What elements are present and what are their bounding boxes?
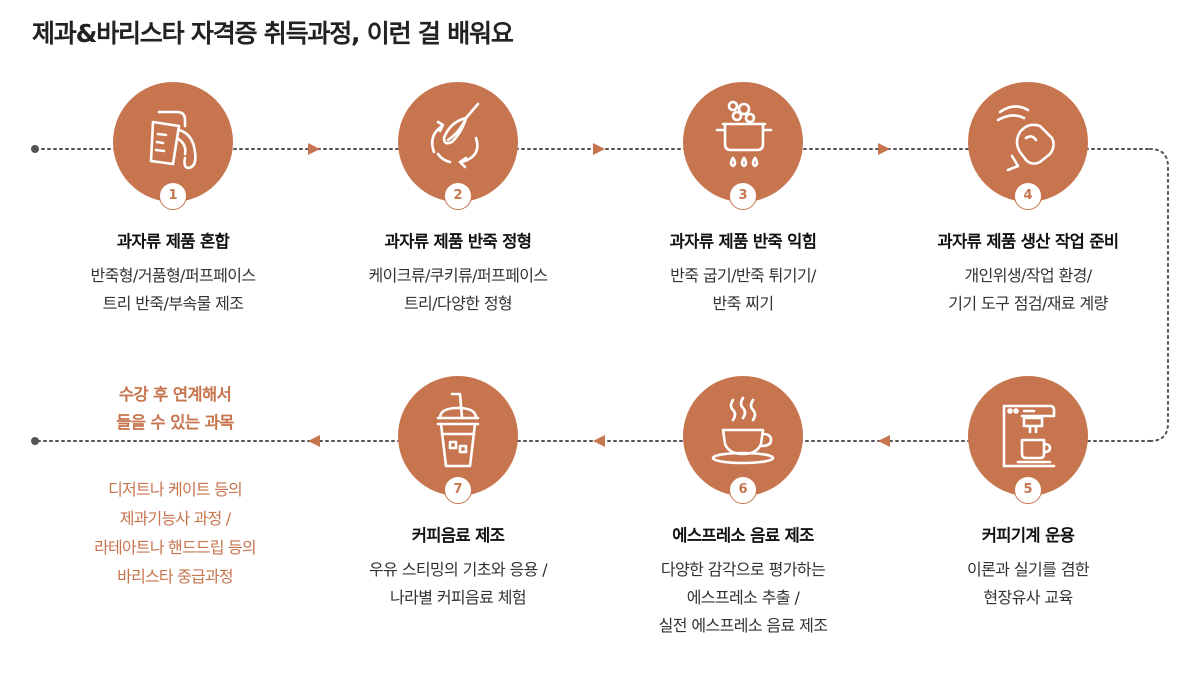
step-description-line: 기기 도구 점검/재료 계량 [948, 294, 1108, 313]
step-description-line: 다양한 감각으로 평가하는 [660, 560, 826, 579]
step-number-badge: 3 [729, 182, 757, 210]
step-description: 우유 스티밍의 기초와 응용 / 나라별 커피음료 체험 [328, 556, 588, 612]
step-number-badge: 6 [729, 476, 757, 504]
flow-arrow [308, 143, 320, 155]
step-title: 커피기계 운용 [981, 526, 1075, 545]
step-description-line: 트리/다양한 정형 [403, 294, 513, 313]
step-number-badge: 7 [444, 476, 472, 504]
step-description: 반죽형/거품형/퍼프페이스 트리 반죽/부속물 제조 [43, 262, 303, 318]
step-number-badge: 5 [1014, 476, 1042, 504]
follow-up-courses-line: 라테아트나 핸드드립 등의 [94, 538, 257, 557]
step-title: 커피음료 제조 [411, 526, 505, 545]
step-number-badge: 1 [159, 182, 187, 210]
step-description-line: 반죽 굽기/반죽 튀기기/ [670, 266, 816, 285]
step-number-badge: 2 [444, 182, 472, 210]
hand-wiping-icon [996, 105, 1055, 172]
flow-arrow [593, 143, 605, 155]
step-description: 반죽 굽기/반죽 튀기기/ 반죽 찌기 [613, 262, 873, 318]
whisk-mixing-icon [430, 102, 480, 169]
flow-arrow [878, 143, 890, 155]
follow-up-courses-line: 디저트나 케이트 등의 [108, 480, 243, 499]
step-description-line: 케이크류/쿠키류/퍼프페이스 [368, 266, 548, 285]
follow-up-courses-heading-line: 들을 수 있는 과목 [116, 413, 234, 432]
cooking-pot-icon [715, 100, 773, 168]
measuring-cup-pour-icon [149, 110, 197, 170]
step-description-line: 에스프레소 추출 / [686, 588, 800, 607]
step-title: 과자류 제품 혼합 [116, 232, 230, 251]
page-title: 제과&바리스타 자격증 취득과정, 이런 걸 배워요 [32, 19, 514, 48]
step-description-line: 트리 반죽/부속물 제조 [102, 294, 244, 313]
step-description-line: 실전 에스프레소 음료 제조 [658, 616, 828, 635]
flow-arrow [593, 435, 605, 447]
step-title: 과자류 제품 반죽 정형 [384, 232, 532, 251]
step-description: 다양한 감각으로 평가하는 에스프레소 추출 / 실전 에스프레소 음료 제조 [613, 556, 873, 640]
step-description-line: 반죽형/거품형/퍼프페이스 [90, 266, 257, 285]
step-description: 개인위생/작업 환경/ 기기 도구 점검/재료 계량 [898, 262, 1158, 318]
follow-up-courses-heading-line: 수강 후 연계해서 [118, 385, 232, 404]
step-description-line: 우유 스티밍의 기초와 응용 / [368, 560, 548, 579]
step-number-badge: 4 [1014, 182, 1042, 210]
flow-end-dot [31, 437, 39, 445]
follow-up-courses-line: 바리스타 중급과정 [117, 567, 233, 586]
step-description-line: 현장유사 교육 [983, 588, 1073, 607]
step-title: 과자류 제품 생산 작업 준비 [937, 232, 1120, 251]
follow-up-courses-description: 디저트나 케이트 등의 제과기능사 과정 / 라테아트나 핸드드립 등의 바리스… [60, 475, 290, 591]
coffee-machine-icon [1002, 404, 1056, 468]
espresso-cup-icon [711, 396, 775, 465]
flow-arrow [878, 435, 890, 447]
step-description-line: 개인위생/작업 환경/ [964, 266, 1092, 285]
flow-arrow [308, 435, 320, 447]
flow-start-dot [31, 145, 39, 153]
follow-up-courses-heading: 수강 후 연계해서 들을 수 있는 과목 [60, 381, 290, 437]
step-circle [968, 376, 1088, 496]
step-description: 이론과 실기를 겸한 현장유사 교육 [898, 556, 1158, 612]
step-description-line: 나라별 커피음료 체험 [389, 588, 527, 607]
step-description-line: 이론과 실기를 겸한 [967, 560, 1090, 579]
step-title: 과자류 제품 반죽 익힘 [669, 232, 817, 251]
iced-drink-icon [436, 392, 480, 468]
step-title: 에스프레소 음료 제조 [672, 526, 814, 545]
follow-up-courses-line: 제과기능사 과정 / [119, 509, 231, 528]
step-description: 케이크류/쿠키류/퍼프페이스 트리/다양한 정형 [328, 262, 588, 318]
step-description-line: 반죽 찌기 [712, 294, 775, 313]
